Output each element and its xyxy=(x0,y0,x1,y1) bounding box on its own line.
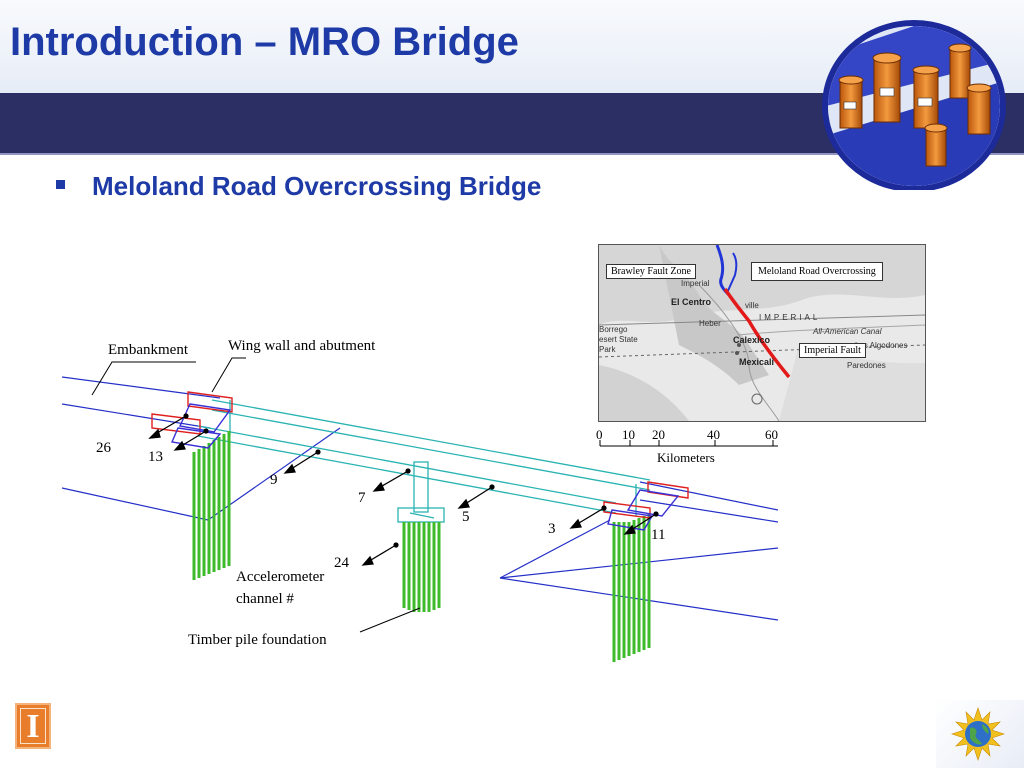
channel-26: 26 xyxy=(96,440,112,456)
header-band-line xyxy=(0,153,1024,155)
map-town-desert-state: esert State xyxy=(599,335,638,344)
university-logo: I xyxy=(15,703,51,749)
leader-lines xyxy=(91,357,421,633)
channel-24: 24 xyxy=(334,555,350,571)
channel-7: 7 xyxy=(358,490,366,506)
map-town-mexicali: Mexicali xyxy=(739,357,775,367)
channel-label: channel # xyxy=(236,591,294,607)
emblem-icon xyxy=(822,20,1006,190)
channel-9: 9 xyxy=(270,472,278,488)
map-town-calexico: Calexico xyxy=(733,335,771,345)
scale-tick-0: 0 xyxy=(596,427,603,442)
bullet-text: Meloland Road Overcrossing Bridge xyxy=(92,171,542,201)
scale-tick-40: 40 xyxy=(707,427,720,442)
callout-imperial-fault: Imperial Fault xyxy=(799,343,866,358)
location-map: Imperial El Centro Heber Calexico Mexica… xyxy=(598,244,926,422)
pile-group-right xyxy=(612,514,651,662)
map-region-imperial: IMPERIAL xyxy=(759,313,821,322)
accelerometer-dots xyxy=(183,413,659,548)
scale-tick-60: 60 xyxy=(765,427,778,442)
accelerometer-label: Accelerometer xyxy=(236,569,324,585)
partner-logo-corner xyxy=(936,700,1024,768)
globe-sun-icon xyxy=(951,707,1005,761)
callout-brawley-fault: Brawley Fault Zone xyxy=(606,264,696,279)
map-town-heber: Heber xyxy=(699,319,721,328)
map-town-paredones: Paredones xyxy=(847,361,886,370)
embankment-label: Embankment xyxy=(108,342,189,358)
channel-13: 13 xyxy=(148,449,163,465)
map-canal: All-American Canal xyxy=(813,327,882,336)
timber-pile-label: Timber pile foundation xyxy=(188,632,327,648)
bullet-marker xyxy=(56,180,65,189)
map-town-park: Park xyxy=(599,345,616,354)
map-town-ville: ville xyxy=(745,301,759,310)
channel-11: 11 xyxy=(651,527,665,543)
map-town-borrego: Borrego xyxy=(599,325,628,334)
pile-group-left xyxy=(192,431,231,580)
slide-title: Introduction – MRO Bridge xyxy=(10,20,519,64)
scale-tick-10: 10 xyxy=(622,427,635,442)
callout-meloland: Meloland Road Overcrossing xyxy=(751,262,883,281)
map-town-imperial: Imperial xyxy=(681,279,710,288)
channel-3: 3 xyxy=(548,521,556,537)
map-town-el-centro: El Centro xyxy=(671,297,712,307)
map-town-los-algodones: Los Algodones xyxy=(855,341,908,350)
scale-unit-label: Kilometers xyxy=(657,450,715,465)
pile-group-center xyxy=(402,522,441,612)
channel-5: 5 xyxy=(462,509,470,525)
accelerometer-arrows xyxy=(148,415,657,566)
scale-tick-20: 20 xyxy=(652,427,665,442)
wing-wall-label: Wing wall and abutment xyxy=(228,338,376,354)
bridge-deck xyxy=(197,399,651,523)
